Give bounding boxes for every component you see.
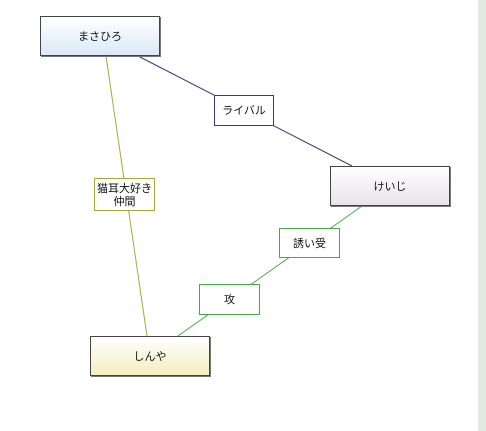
node-masahiro-label: まさひろ: [78, 30, 122, 43]
edge-label-rival[interactable]: ライバル: [214, 95, 274, 126]
node-shinya-label: しんや: [133, 350, 167, 363]
edge-label-seme-text: 攻: [224, 293, 235, 306]
edge-label-sasoiuke[interactable]: 誘い受: [279, 228, 340, 258]
node-keiji-label: けいじ: [373, 180, 407, 193]
node-keiji[interactable]: けいじ: [330, 166, 450, 206]
node-shinya[interactable]: しんや: [90, 336, 210, 376]
edge-label-rival-text: ライバル: [222, 104, 266, 117]
right-scroll-strip: [478, 0, 486, 431]
node-masahiro[interactable]: まさひろ: [40, 16, 160, 56]
edge-keiji-shinya[interactable]: [177, 205, 363, 337]
edge-label-cat-ears-friends-text: 猫耳大好き 仲間: [97, 181, 152, 208]
edge-label-seme[interactable]: 攻: [199, 284, 260, 315]
edge-label-sasoiuke-text: 誘い受: [293, 236, 326, 250]
edge-label-cat-ears-friends[interactable]: 猫耳大好き 仲間: [94, 178, 155, 211]
